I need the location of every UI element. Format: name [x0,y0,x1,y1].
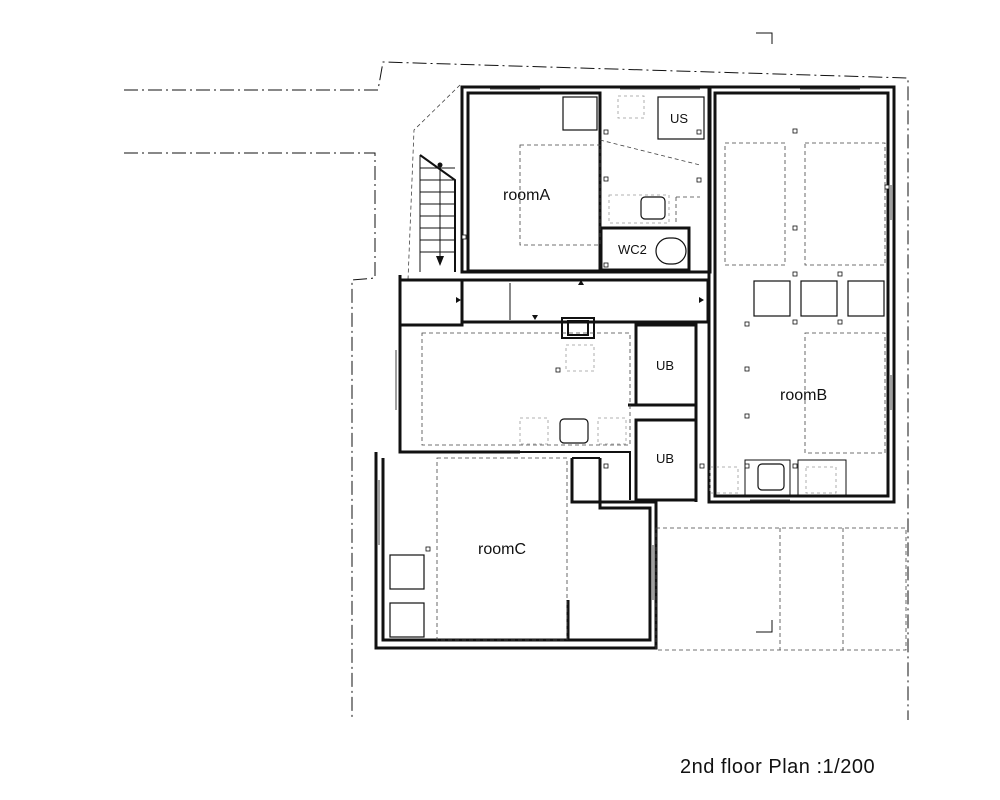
roof-outline [407,84,461,281]
room-b-label: roomB [780,387,827,404]
ub-lower-label: UB [656,451,674,466]
stair [398,154,464,327]
terrace-outline [655,527,907,651]
wc2-label: WC2 [618,242,647,257]
middle-zone: UB UB [395,322,698,502]
room-a: roomA US WC2 [460,85,712,274]
room-c: roomC [374,452,658,650]
room-b: roomB [699,85,896,504]
ub-upper-label: UB [656,358,674,373]
us-label: US [670,111,688,126]
room-c-label: roomC [478,541,526,558]
corner-marker-bottom [756,620,773,633]
corner-marker-top [756,32,773,44]
room-a-label: roomA [503,187,550,204]
corridor [456,278,710,339]
site-boundary [124,61,909,720]
drawing-caption: 2nd floor Plan :1/200 [680,756,876,778]
